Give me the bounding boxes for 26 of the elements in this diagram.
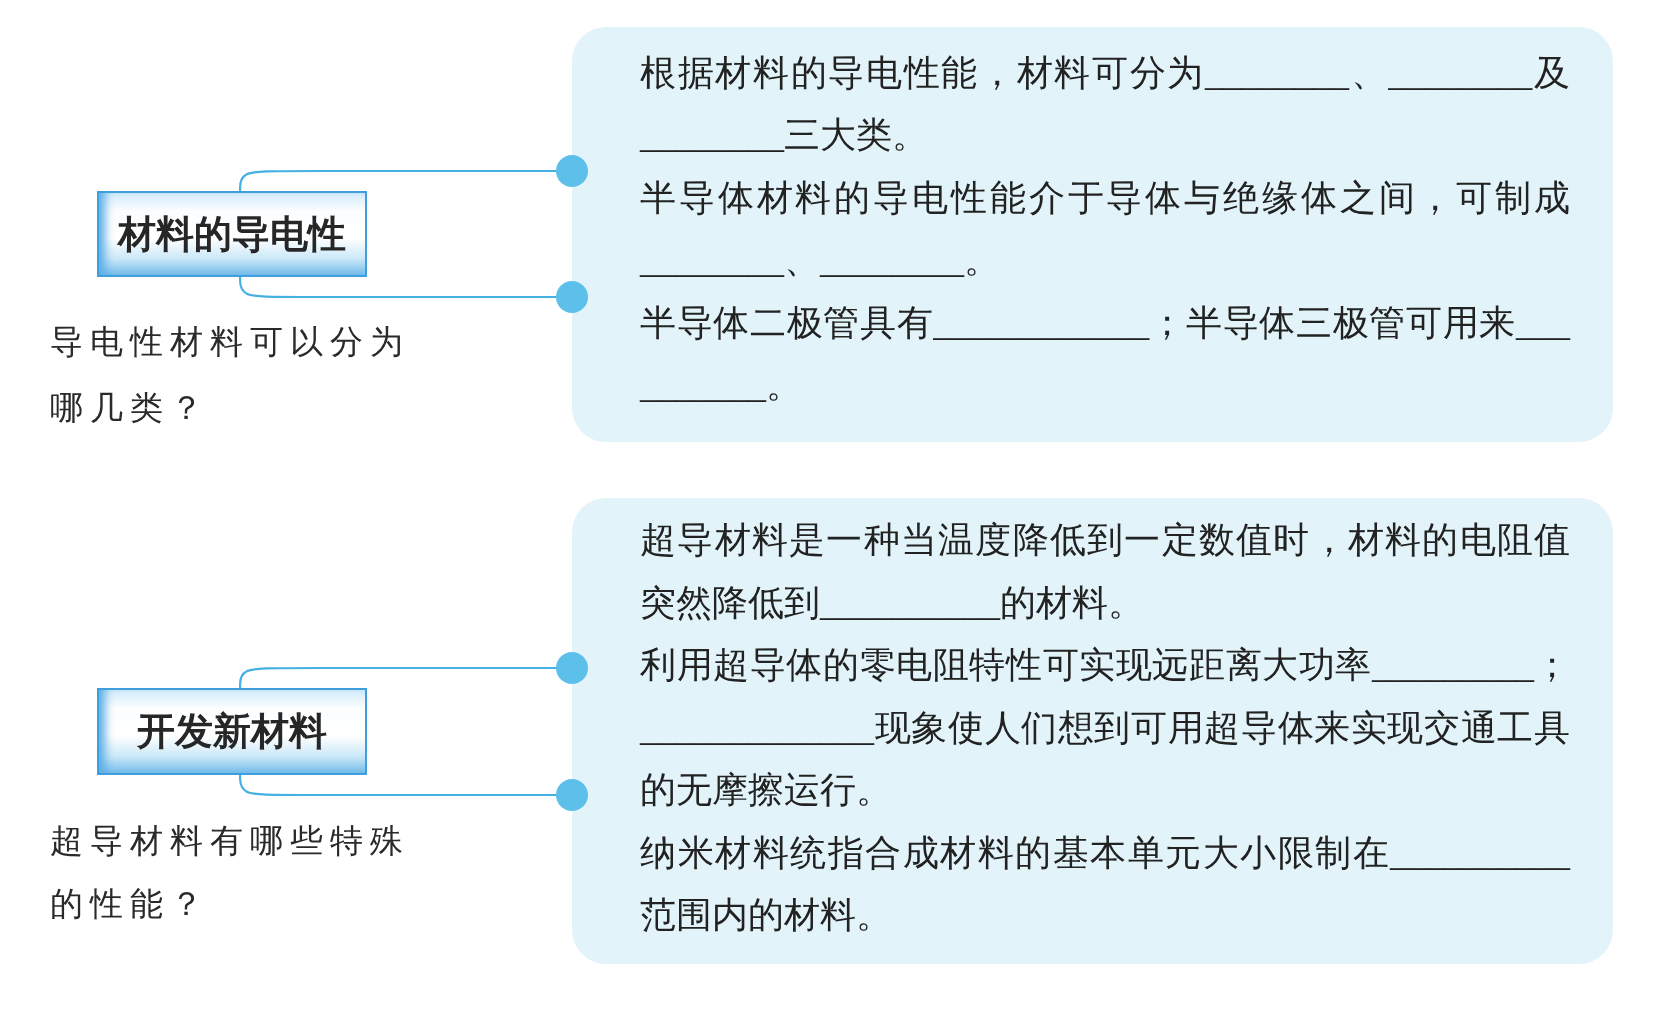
- content-panel: [572, 498, 1613, 964]
- fill-in-statement: 根据材料的导电性能，材料可分为________、________及________三大类。: [640, 51, 1570, 157]
- guiding-question: 导电性材料可以分为哪几类？: [50, 323, 411, 428]
- topic-title: 材料的导电性: [118, 211, 346, 257]
- fill-in-line: __________: [820, 582, 1000, 623]
- fill-in-statement: 纳米材料统指合成材料的基本单元大小限制在__________范围内的材料。: [640, 831, 1570, 937]
- fill-in-line: _______: [640, 365, 766, 405]
- topic-box: [97, 688, 367, 775]
- fill-in-line: ________: [1388, 52, 1533, 93]
- fill-in-line: ________: [640, 115, 784, 155]
- fill-in-line: ________: [1205, 52, 1349, 93]
- content-panel: [572, 27, 1613, 442]
- fill-in-line: ___: [1516, 302, 1570, 343]
- topic-box: [97, 191, 367, 277]
- fill-in-line: _________: [1372, 645, 1534, 685]
- fill-in-statement: 利用超导体的零电阻特性可实现远距离大功率_________；_____________现象使人们想到可用超导体来实现交通工具的无摩擦运行。: [640, 644, 1570, 812]
- fill-in-line: ________: [820, 240, 964, 280]
- fill-in-statement: 半导体二极管具有____________；半导体三极管可用来__________。: [640, 301, 1570, 407]
- topic-title: 开发新材料: [137, 709, 327, 754]
- fill-in-statement: 超导材料是一种当温度降低到一定数值时，材料的电阻值突然降低到__________的材料。: [640, 519, 1570, 625]
- fill-in-line: __________: [1390, 832, 1570, 873]
- fill-in-line: ________: [640, 240, 784, 280]
- fill-in-statement: 半导体材料的导电性能介于导体与绝缘体之间，可制成________、________。: [640, 176, 1570, 282]
- fill-in-line: _____________: [640, 707, 874, 748]
- guiding-question: 超导材料有哪些特殊的性能？: [50, 822, 411, 924]
- fill-in-line: ____________: [933, 302, 1150, 343]
